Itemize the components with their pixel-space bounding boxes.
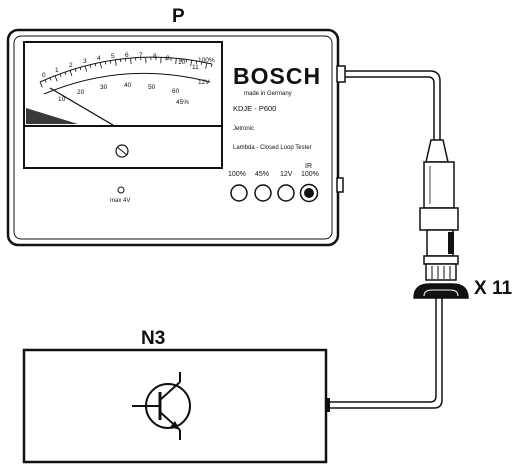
scale-label-100: 100% [198, 57, 215, 64]
scale-top-4: 4 [97, 55, 101, 62]
button-ir-inner [304, 188, 314, 198]
meter-tick [69, 70, 73, 77]
button-row: 100% 45% 12V 100% IR [228, 163, 319, 203]
label-tester: P [172, 6, 185, 27]
meter-top-scale: 0 1 2 3 4 5 6 7 8 9 10 11 [42, 52, 199, 79]
lower-panel [23, 125, 223, 169]
meter-tick [210, 63, 213, 67]
scale-bottom-5: 60 [172, 88, 180, 95]
cable-jack [336, 65, 346, 83]
button-12v[interactable] [277, 184, 295, 202]
dial-socket: max 4V [110, 186, 130, 204]
meter-tick [99, 62, 102, 69]
probe-collar [419, 207, 459, 231]
button-label-3: 12V [280, 171, 293, 178]
meter-tick [44, 79, 47, 83]
meter-tick [195, 60, 198, 64]
scale-top-0: 0 [42, 72, 46, 79]
brand-made-in: made in Germany [244, 91, 292, 97]
scale-top-3: 3 [83, 58, 87, 65]
meter-bottom-scale: 10 20 30 40 50 60 [58, 82, 180, 103]
scale-top-9: 9 [166, 55, 170, 62]
dial-label: max 4V [110, 198, 130, 204]
meter-ticks [39, 57, 213, 88]
meter-window: 0 1 2 3 4 5 6 7 8 9 10 11 10 20 30 40 50… [23, 41, 223, 129]
scale-top-6: 6 [125, 52, 129, 59]
transistor-icon [132, 372, 191, 440]
button-45-percent[interactable] [254, 184, 272, 202]
meter-tick [109, 60, 112, 64]
button-label-4: 100% [301, 171, 319, 178]
scale-top-10: 10 [178, 59, 186, 66]
button-100-percent[interactable] [230, 184, 248, 202]
scale-label-45: 45% [176, 99, 189, 106]
module-n3 [22, 348, 330, 464]
scale-bottom-0: 10 [58, 96, 66, 103]
scale-bottom-4: 50 [148, 84, 156, 91]
side-switch[interactable] [336, 177, 344, 193]
meter-tick [175, 58, 177, 65]
scale-top-1: 1 [55, 67, 59, 74]
meter-tick [104, 61, 107, 65]
meter-tick [89, 64, 92, 68]
brand-block: BOSCH made in Germany KDJE - P600 Jetron… [233, 63, 321, 151]
meter-shade [26, 108, 78, 124]
model-name: KDJE - P600 [233, 104, 276, 113]
button-extra-label: IR [305, 163, 312, 170]
cable-tester-to-probe [345, 70, 441, 140]
label-module: N3 [141, 328, 165, 349]
meter-tick [79, 67, 82, 71]
brand-name: BOSCH [233, 63, 321, 89]
product-line-1: Jetronic [233, 126, 254, 132]
meter-tick [205, 62, 208, 69]
screw-slot [116, 146, 128, 156]
meter-tick [39, 81, 43, 88]
plug-connector [425, 263, 457, 281]
scale-top-8: 8 [153, 53, 157, 60]
product-line-2: Lambda - Closed Loop Tester [233, 145, 312, 151]
meter-tick [54, 75, 58, 82]
meter-tick [115, 59, 117, 66]
meter-tick [49, 77, 52, 81]
button-label-2: 45% [255, 171, 269, 178]
scale-label-12v: 12V [198, 79, 210, 86]
meter-tick [94, 63, 97, 67]
label-plug: X 11 [474, 278, 512, 299]
meter-tick [59, 73, 62, 77]
cable-plug-to-module [328, 298, 443, 409]
plug-nut [423, 255, 459, 265]
meter-tick [190, 60, 192, 67]
scale-bottom-2: 30 [100, 84, 108, 91]
probe-body [423, 161, 455, 209]
meter-tick [74, 68, 77, 72]
scale-bottom-1: 20 [77, 89, 85, 96]
probe-plug [413, 139, 469, 299]
plug-flange [413, 283, 469, 299]
scale-top-5: 5 [111, 53, 115, 60]
scale-bottom-3: 40 [124, 82, 132, 89]
socket-icon [117, 186, 125, 194]
scale-top-11: 11 [192, 64, 199, 71]
meter-needle [49, 87, 119, 129]
button-label-1: 100% [228, 171, 246, 178]
meter-tick [64, 71, 67, 76]
scale-top-7: 7 [139, 52, 143, 59]
scale-top-2: 2 [69, 62, 73, 69]
meter-tick [130, 57, 132, 65]
meter-tick [200, 61, 203, 65]
meter-tick [84, 65, 88, 72]
probe-tip [425, 139, 449, 163]
